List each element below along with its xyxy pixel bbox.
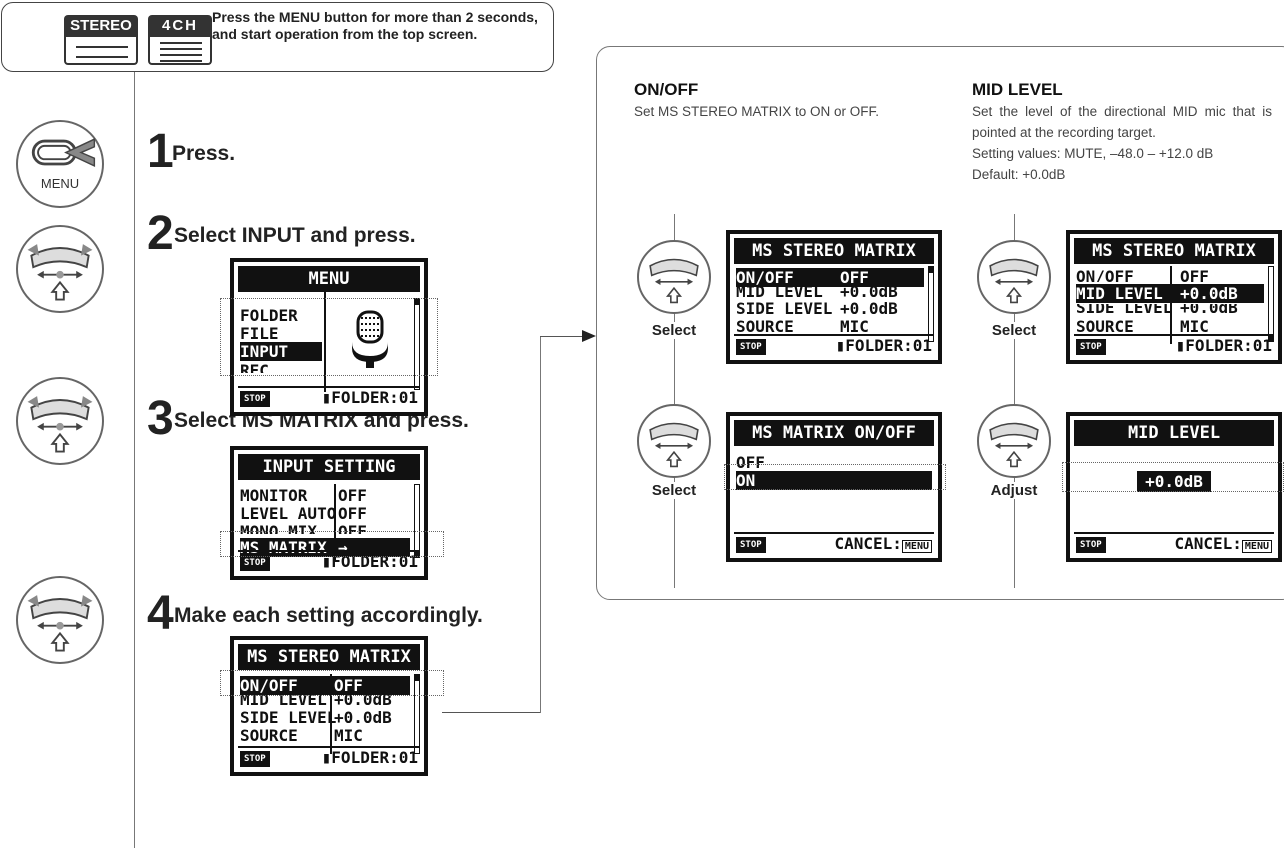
lcd-title: MS STEREO MATRIX [1074,238,1274,264]
mid-level-description: Set the level of the directional MID mic… [972,101,1272,185]
jog-wheel-icon [16,225,104,313]
value-highlight [1062,462,1284,492]
lcd-footer: STOP ▮FOLDER:01 [238,386,420,408]
lcd-title: MS STEREO MATRIX [734,238,934,264]
connector-line [442,712,540,713]
menu-button-label: MENU [18,176,102,191]
stop-indicator: STOP [240,751,270,767]
folder-indicator: ▮FOLDER:01 [322,388,418,408]
4ch-meter-icon [148,37,212,65]
setting-row-mid-level: MID LEVEL+0.0dB [240,695,410,708]
on-off-description: Set MS STEREO MATRIX to ON or OFF. [634,101,914,122]
lcd-footer: STOP CANCEL:MENU [1074,532,1274,554]
selection-highlight [220,670,444,696]
mid-level-heading: MID LEVEL [972,80,1063,100]
stop-indicator: STOP [240,555,270,571]
step-2-text: Select INPUT and press. [174,224,416,248]
lcd-footer: STOP ▮FOLDER:01 [1074,334,1274,356]
connector-line [540,336,541,713]
setting-row-mid-level: MID LEVEL+0.0dB [1076,284,1264,303]
cancel-indicator: CANCEL:MENU [834,534,932,554]
setting-row-side-level: SIDE LEVEL+0.0dB [736,299,924,318]
arrow-right-icon [582,330,596,342]
lcd-footer: STOP ▮FOLDER:01 [238,746,420,768]
jog-wheel-icon [637,404,711,478]
folder-indicator: ▮FOLDER:01 [836,336,932,356]
stop-indicator: STOP [1076,537,1106,553]
lcd-title: INPUT SETTING [238,454,420,480]
step-1-number: 1 [147,128,174,176]
on-off-heading: ON/OFF [634,80,698,100]
step-3-number: 3 [147,395,174,443]
instruction-text: Press the MENU button for more than 2 se… [212,9,542,43]
stereo-mode-badge: STEREO [64,15,138,65]
jog-wheel-icon [16,377,104,465]
folder-indicator: ▮FOLDER:01 [322,748,418,768]
jog-wheel-icon [16,576,104,664]
stop-indicator: STOP [1076,339,1106,355]
4ch-mode-badge: 4CH [148,15,212,65]
stop-indicator: STOP [240,391,270,407]
cancel-indicator: CANCEL:MENU [1174,534,1272,554]
selection-highlight [220,298,438,376]
selection-highlight [724,464,946,490]
lcd-title: MS STEREO MATRIX [238,644,420,670]
selection-highlight [220,531,444,557]
jog-wheel-icon [977,404,1051,478]
scrollbar [1268,266,1274,342]
scrollbar [928,266,934,342]
setting-row-side-level: SIDE LEVEL+0.0dB [1076,304,1264,316]
folder-indicator: ▮FOLDER:01 [1176,336,1272,356]
4ch-badge-label: 4CH [148,15,212,37]
lcd-footer: STOP CANCEL:MENU [734,532,934,554]
lcd-title: MS MATRIX ON/OFF [734,420,934,446]
step-4-number: 4 [147,590,174,638]
stereo-meter-icon [64,37,138,65]
select-caption: Select [974,322,1054,339]
stop-indicator: STOP [736,537,766,553]
select-caption: Select [634,322,714,339]
instruction-header: STEREO 4CH Press the MENU button for mor… [1,2,554,72]
connector-line [540,336,584,337]
lcd-title: MENU [238,266,420,292]
select-caption: Select [634,482,714,499]
lcd-title: MID LEVEL [1074,420,1274,446]
column-divider [134,72,135,848]
lcd-footer: STOP ▮FOLDER:01 [734,334,934,356]
jog-wheel-icon [637,240,711,314]
menu-button-icon: MENU [16,120,104,208]
step-1-text: Press. [172,142,235,166]
stereo-badge-label: STEREO [64,15,138,37]
step-2-number: 2 [147,210,174,258]
setting-row-side-level: SIDE LEVEL+0.0dB [240,708,410,727]
jog-wheel-icon [977,240,1051,314]
step-4-text: Make each setting accordingly. [174,604,483,628]
setting-row-mid-level: MID LEVEL+0.0dB [736,287,924,299]
stop-indicator: STOP [736,339,766,355]
adjust-caption: Adjust [974,482,1054,499]
